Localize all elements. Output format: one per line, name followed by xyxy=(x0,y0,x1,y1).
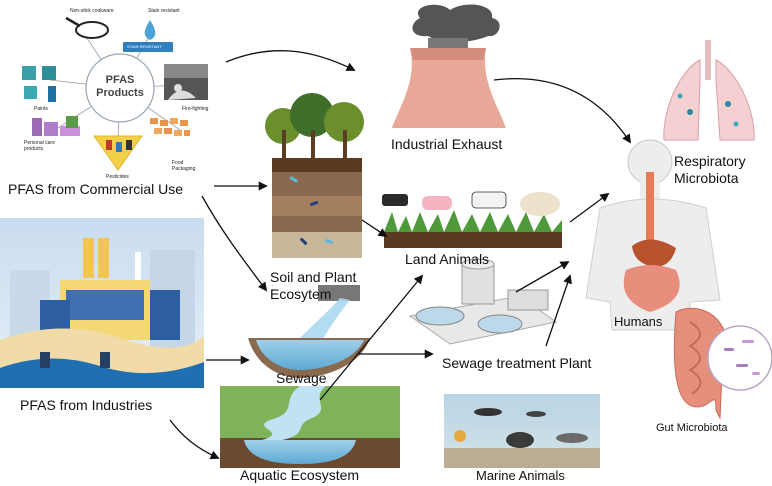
hub-title-line1: PFAS xyxy=(105,74,135,86)
label-humans: Humans xyxy=(614,314,663,329)
goat-icon xyxy=(382,194,408,206)
stain-caption: Stain resistant xyxy=(148,8,180,14)
pig-icon xyxy=(422,196,452,210)
food-caption: Food Packaging xyxy=(172,160,196,172)
industrial-exhaust-chimney xyxy=(392,4,506,128)
jellyfish-icon xyxy=(454,430,466,442)
soil-plant-ecosystem xyxy=(265,93,364,258)
fire-caption: Fire-fighting xyxy=(182,106,209,112)
water-drop-icon xyxy=(123,20,173,52)
intestine-icon xyxy=(623,265,680,312)
food-packaging-icon xyxy=(150,118,190,136)
aquatic-ecosystem xyxy=(220,386,400,468)
label-land-animals: Land Animals xyxy=(405,251,490,267)
industry-scene xyxy=(0,218,204,388)
personal-care-icon xyxy=(32,116,80,136)
sewage-basin xyxy=(248,285,370,378)
label-aquatic-ecosystem: Aquatic Ecosystem xyxy=(240,467,360,483)
resp-line2: Microbiota xyxy=(674,170,739,186)
seal-icon xyxy=(474,408,502,416)
pesticide-icon xyxy=(93,135,143,171)
label-commercial-use: PFAS from Commercial Use xyxy=(8,181,184,197)
label-industries: PFAS from Industries xyxy=(20,397,153,413)
label-gut-microbiota: Gut Microbiota xyxy=(656,422,728,434)
resp-line1: Respiratory xyxy=(674,153,746,169)
pesticides-caption: Pesticides xyxy=(106,174,129,180)
sewage-treatment-plant xyxy=(408,258,558,345)
gut-icon xyxy=(673,307,772,420)
soil-line2: Ecosytem xyxy=(270,286,332,302)
paints-caption: Paints xyxy=(34,106,48,112)
stain-badge: STAIN RESISTANT xyxy=(127,44,162,49)
hub-title-line2: Products xyxy=(96,87,144,99)
marine-scene xyxy=(444,394,600,468)
microbiota-magnifier-icon xyxy=(707,325,772,391)
pan-icon xyxy=(65,16,109,39)
turtle-icon xyxy=(506,432,534,448)
products-hub-title: PFAS Products xyxy=(96,74,144,100)
non-stick-caption: Non-stick cookware xyxy=(70,8,114,14)
label-soil-plant: Soil and Plant Ecosytem xyxy=(270,269,356,303)
paint-bucket-icon xyxy=(22,66,56,102)
label-sewage: Sewage xyxy=(276,370,327,386)
soil-line1: Soil and Plant xyxy=(270,269,357,285)
pfas-products-hub xyxy=(22,16,208,171)
flow-arrows xyxy=(169,50,632,460)
label-respiratory-microbiota: Respiratory Microbiota xyxy=(674,153,746,187)
products-circle xyxy=(85,53,155,123)
label-industrial-exhaust: Industrial Exhaust xyxy=(391,136,503,152)
stomach-icon xyxy=(632,239,676,267)
personal-care-caption: Personal care products xyxy=(24,140,55,152)
fire-fighting-icon xyxy=(164,64,208,100)
human-figure xyxy=(585,139,721,331)
fish-icon xyxy=(556,433,588,443)
land-animals-scene xyxy=(382,191,562,248)
lungs-icon xyxy=(663,40,755,141)
cow-icon xyxy=(471,191,507,209)
label-marine-animals: Marine Animals xyxy=(476,468,565,483)
label-sewage-treatment-plant: Sewage treatment Plant xyxy=(442,355,592,371)
sheep-icon xyxy=(520,192,560,216)
